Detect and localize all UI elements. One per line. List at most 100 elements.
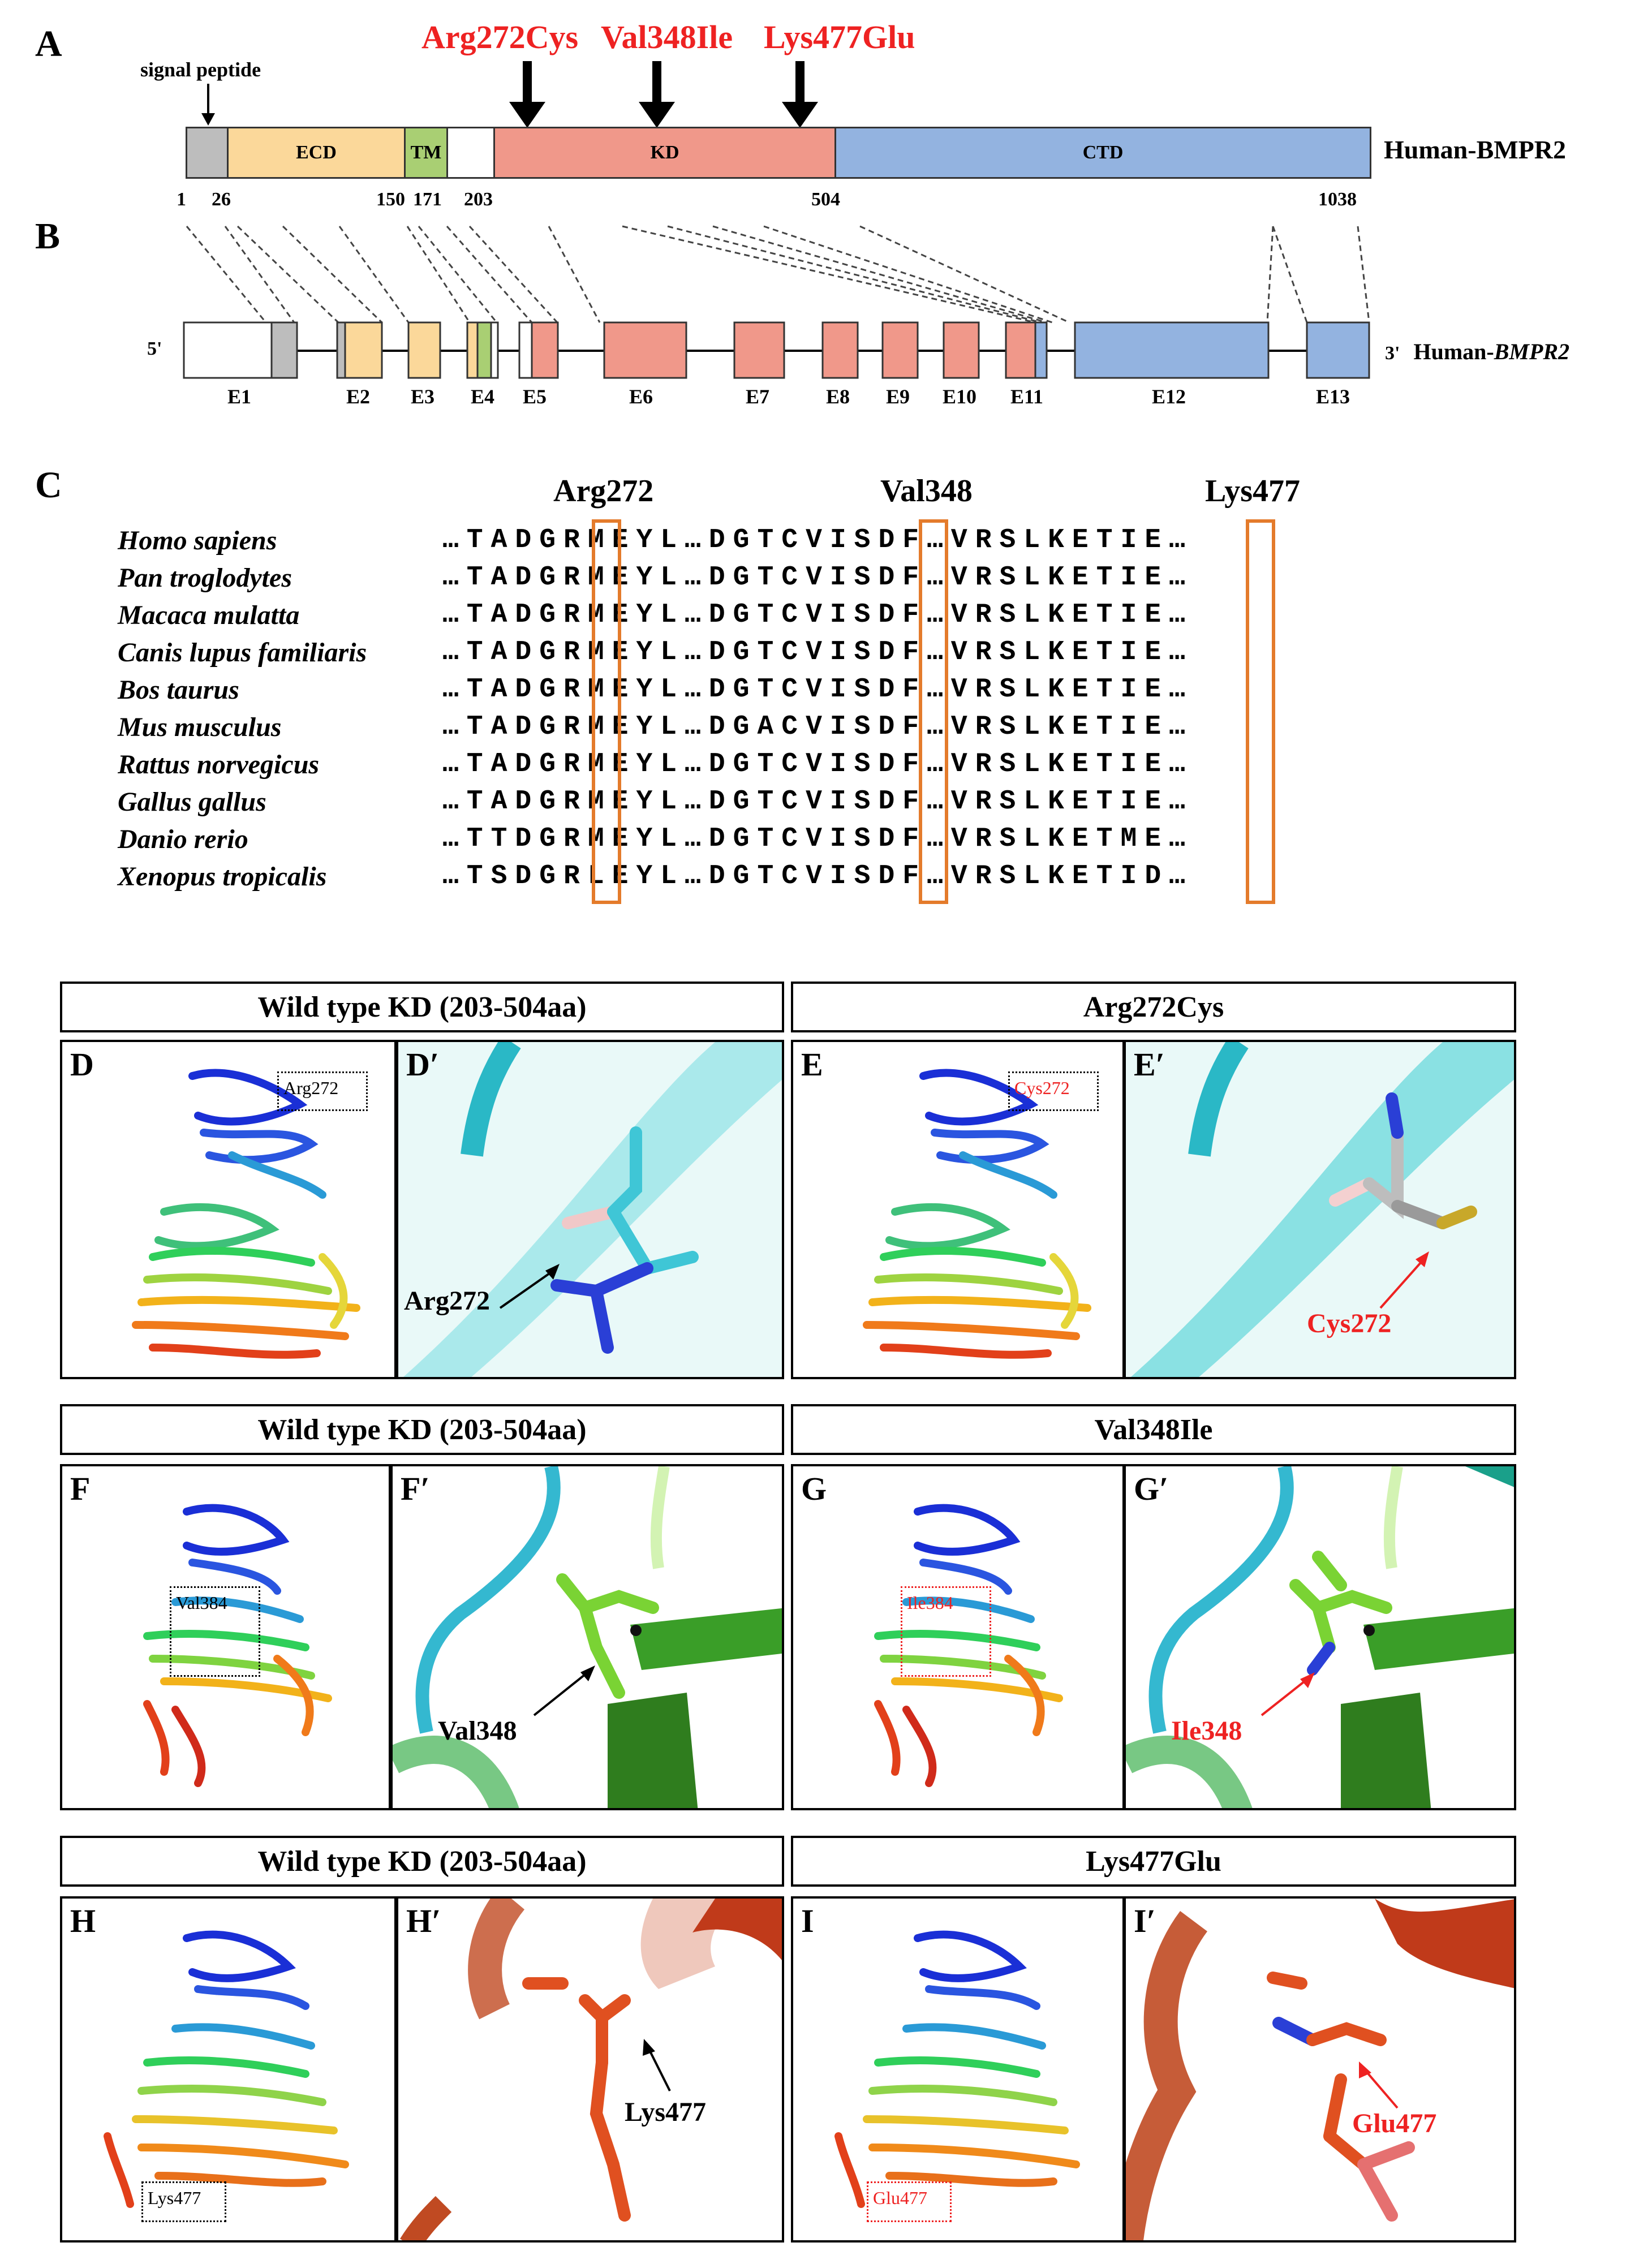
residue-callout: Val348 bbox=[438, 1716, 517, 1746]
exon-label-e3: E3 bbox=[411, 385, 435, 408]
callout-arrow bbox=[1359, 2061, 1399, 2109]
zoomed-residue-image bbox=[1126, 1466, 1514, 1808]
callout-arrow bbox=[1379, 1251, 1429, 1309]
exon-label-e6: E6 bbox=[629, 385, 653, 408]
protein-ribbon-image bbox=[132, 1069, 360, 1359]
species-name: Rattus norvegicus bbox=[118, 750, 320, 780]
exon-label-e8: E8 bbox=[826, 385, 850, 408]
label-h-prime: H′ bbox=[406, 1903, 441, 1939]
exon-e9 bbox=[881, 321, 919, 379]
callout-arrow bbox=[533, 1665, 595, 1716]
three-prime-text: 3' bbox=[1385, 343, 1400, 364]
mutation-label-arg272cys: Arg272Cys bbox=[421, 19, 579, 55]
mutation-arrow-272 bbox=[509, 61, 545, 128]
protein-domain-bar: ECD TM KD CTD bbox=[186, 127, 1371, 179]
position-203: 203 bbox=[464, 189, 493, 210]
gene-name: BMPR2 bbox=[1494, 339, 1570, 364]
label-i: I bbox=[801, 1903, 814, 1939]
sequence-row: …TADGRMEYL…DGTCVISDF…VRSLKETIE… bbox=[442, 525, 1193, 556]
exon-e3 bbox=[407, 321, 441, 379]
exon-label-e9: E9 bbox=[886, 385, 910, 408]
five-prime-label: 5' bbox=[147, 338, 162, 359]
zoomed-residue-image bbox=[1130, 1042, 1514, 1377]
mutation-label-lys477glu: Lys477Glu bbox=[764, 19, 915, 55]
sequence-row: …TSDGRLEYL…DGTCVISDF…VRSLKETID… bbox=[442, 861, 1193, 892]
panel-d-prime: D′ Arg272 bbox=[396, 1040, 784, 1379]
mutation-site-box: Ile384 bbox=[901, 1586, 991, 1677]
mutation-site-box: Glu477 bbox=[867, 2181, 952, 2222]
panel-g: G Ile384 bbox=[791, 1464, 1125, 1810]
sequence-row: …TADGRMEYL…DGTCVISDF…VRSLKETIE… bbox=[442, 786, 1193, 817]
panel-g-prime: G′ Ile348 bbox=[1124, 1464, 1516, 1810]
residue-callout: Lys477 bbox=[625, 2097, 707, 2127]
exon-e10 bbox=[943, 321, 980, 379]
callout-arrow bbox=[643, 2039, 671, 2091]
position-26: 26 bbox=[212, 189, 231, 210]
domain-ctd: CTD bbox=[836, 128, 1370, 177]
label-f-prime: F′ bbox=[401, 1470, 430, 1507]
domain-kd: KD bbox=[495, 128, 836, 177]
panel-f: F Val384 bbox=[60, 1464, 391, 1810]
three-prime-label: 3' Human-BMPR2 bbox=[1385, 338, 1569, 365]
header-mut-row1: Arg272Cys bbox=[791, 982, 1516, 1032]
protein-ribbon-image bbox=[834, 1930, 1080, 2208]
label-e-prime: E′ bbox=[1134, 1046, 1165, 1083]
mutation-site-box: Val384 bbox=[170, 1586, 260, 1677]
protein-name: Human-BMPR2 bbox=[1384, 135, 1566, 164]
gene-structure bbox=[183, 225, 1370, 379]
mutation-label-val348ile: Val348Ile bbox=[601, 19, 733, 55]
residue-label-arg272: Arg272 bbox=[553, 474, 654, 509]
exon-label-e7: E7 bbox=[746, 385, 770, 408]
zoomed-residue-image bbox=[403, 1042, 782, 1377]
residue-label-val348: Val348 bbox=[880, 474, 973, 509]
panel-d: D Arg272 bbox=[60, 1040, 397, 1379]
domain-signal-peptide bbox=[187, 128, 229, 177]
exon-e12 bbox=[1074, 321, 1270, 379]
panel-label-c: C bbox=[35, 464, 62, 506]
label-d-prime: D′ bbox=[406, 1046, 440, 1083]
mutation-arrow-348 bbox=[639, 61, 675, 128]
exon-label-e13: E13 bbox=[1316, 385, 1350, 408]
panel-label-b: B bbox=[35, 216, 61, 257]
panel-f-prime: F′ Val348 bbox=[390, 1464, 784, 1810]
panel-e-prime: E′ Cys272 bbox=[1124, 1040, 1516, 1379]
zoomed-residue-image bbox=[1126, 1899, 1514, 2240]
panel-h-prime: H′ Lys477 bbox=[396, 1896, 784, 2243]
header-wt-row3: Wild type KD (203-504aa) bbox=[60, 1836, 784, 1887]
panel-i: I Glu477 bbox=[791, 1896, 1125, 2243]
exon-e11 bbox=[1005, 321, 1036, 379]
exon-e1 bbox=[183, 321, 273, 379]
protein-ribbon-image bbox=[104, 1930, 349, 2208]
label-e: E bbox=[801, 1046, 823, 1083]
species-name: Gallus gallus bbox=[118, 787, 266, 817]
exon-e6 bbox=[603, 321, 687, 379]
label-i-prime: I′ bbox=[1134, 1903, 1156, 1939]
protein-ribbon-image bbox=[143, 1504, 332, 1787]
exon-e13 bbox=[1306, 321, 1370, 379]
label-f: F bbox=[70, 1470, 91, 1507]
position-1038: 1038 bbox=[1318, 189, 1357, 210]
residue-callout: Ile348 bbox=[1171, 1716, 1242, 1746]
sequence-row: …TADGRMEYL…DGTCVISDF…VRSLKETIE… bbox=[442, 600, 1193, 630]
signal-peptide-label: signal peptide bbox=[140, 58, 261, 81]
label-g-prime: G′ bbox=[1134, 1470, 1169, 1507]
exon-label-e1: E1 bbox=[227, 385, 252, 408]
conservation-box-477 bbox=[1246, 519, 1275, 904]
alignment-sequences: …TADGRMEYL…DGTCVISDF…VRSLKETIE… …TADGRME… bbox=[442, 525, 1461, 898]
mutation-arrow-477 bbox=[782, 61, 818, 128]
label-d: D bbox=[70, 1046, 94, 1083]
exon-e2 bbox=[344, 321, 383, 379]
position-171: 171 bbox=[413, 189, 442, 210]
sequence-row: …TADGRMEYL…DGTCVISDF…VRSLKETIE… bbox=[442, 637, 1193, 668]
conservation-box-272 bbox=[592, 519, 621, 904]
residue-label-lys477: Lys477 bbox=[1205, 474, 1301, 509]
exon-label-e5: E5 bbox=[523, 385, 547, 408]
header-mut-row2: Val348Ile bbox=[791, 1404, 1516, 1455]
sequence-row: …TADGRMEYL…DGTCVISDF…VRSLKETIE… bbox=[442, 674, 1193, 705]
panel-i-prime: I′ Glu477 bbox=[1124, 1896, 1516, 2243]
domain-tm: TM bbox=[406, 128, 448, 177]
residue-callout: Cys272 bbox=[1307, 1309, 1392, 1338]
domain-linker bbox=[448, 128, 495, 177]
protein-ribbon-image bbox=[863, 1069, 1091, 1359]
mutation-site-box: Arg272 bbox=[277, 1071, 368, 1111]
